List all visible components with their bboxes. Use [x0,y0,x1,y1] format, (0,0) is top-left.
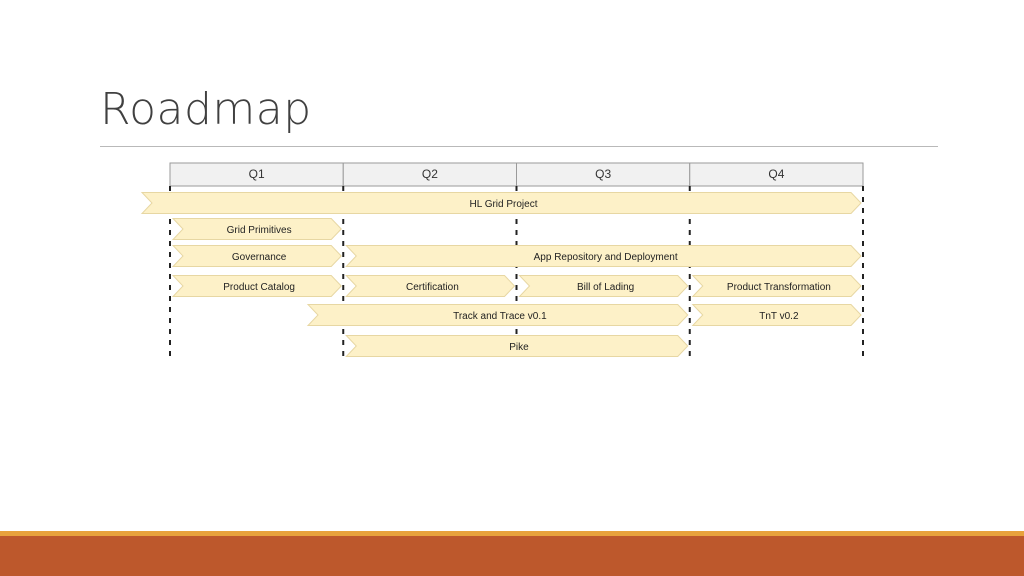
roadmap-bar-label: Track and Trace v0.1 [453,311,547,322]
footer-bar [0,536,1024,576]
slide-title: Roadmap [100,84,312,135]
footer-accent-line [0,531,1024,536]
roadmap-bar [691,304,862,326]
roadmap-bar-label: Governance [232,252,287,263]
quarter-header-cell [689,162,864,187]
roadmap-bar [171,218,342,240]
roadmap-bar-label: Grid Primitives [227,225,292,236]
roadmap-bar-label: Bill of Lading [577,282,634,293]
roadmap-bar-label: TnT v0.2 [759,311,799,322]
quarter-label: Q2 [422,167,438,181]
roadmap-bar-label: Pike [509,342,529,353]
quarter-header: Q1 Q2 Q3 Q4 [169,162,864,187]
roadmap-bar [518,275,689,297]
roadmap-bar [345,275,516,297]
roadmap-bar [140,192,862,214]
roadmap-bar-label: Product Catalog [223,282,295,293]
roadmap-bar-label: Certification [406,282,459,293]
roadmap-bar [345,245,862,267]
quarter-label: Q4 [768,167,784,181]
roadmap-bar [171,245,342,267]
roadmap-bar [345,335,689,357]
quarter-label: Q3 [595,167,611,181]
title-divider [100,146,938,147]
roadmap-bar [691,275,862,297]
quarter-guides [169,186,864,362]
roadmap-bar-label: App Repository and Deployment [534,252,678,263]
roadmap-bar [171,275,342,297]
roadmap-bar-label: Product Transformation [727,282,831,293]
roadmap-bar [306,304,689,326]
quarter-label: Q1 [249,167,265,181]
roadmap-bar-label: HL Grid Project [470,199,538,210]
